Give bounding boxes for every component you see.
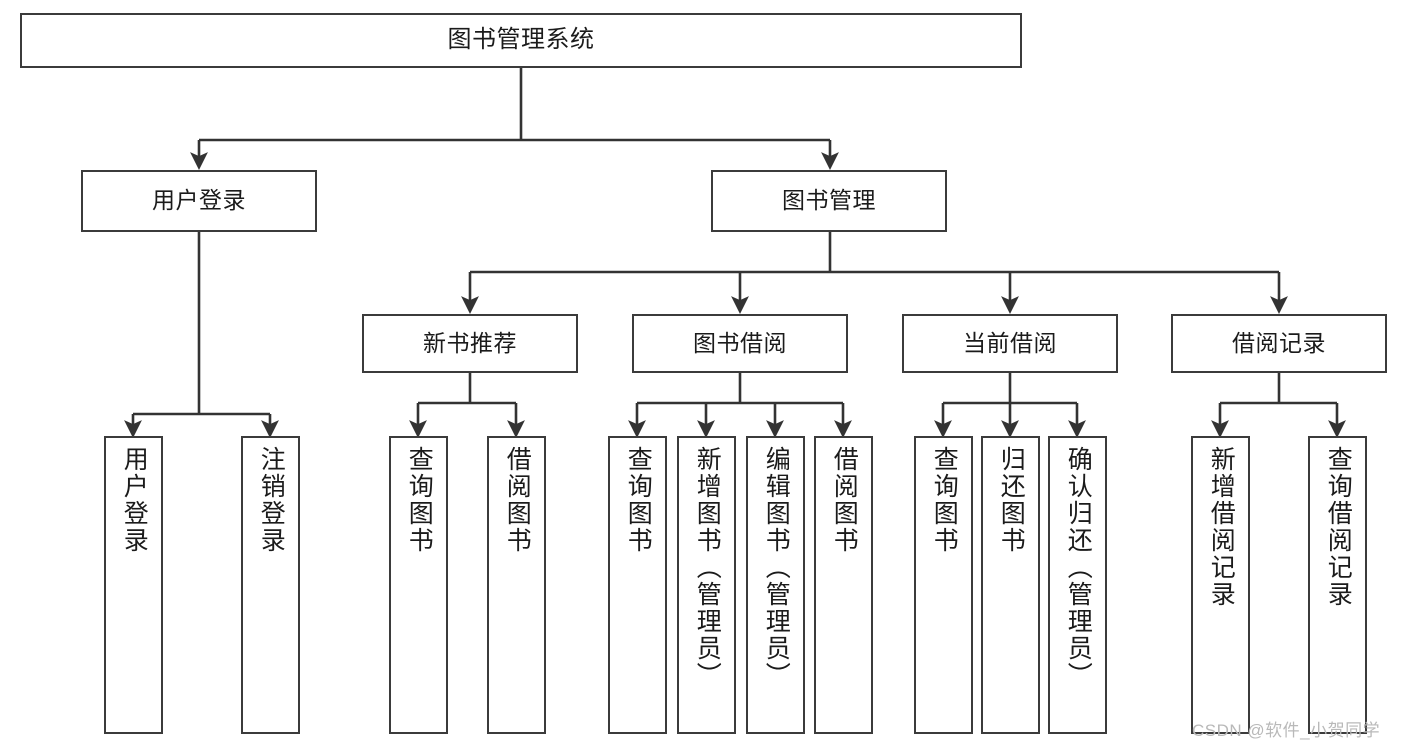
leaf-new-book-query[interactable]: 查询图书 (389, 436, 448, 734)
node-new-book-recommendation[interactable]: 新书推荐 (362, 314, 578, 373)
leaf-book-borrow-borrow-label: 借阅图书 (830, 446, 859, 554)
node-book-borrowing-label: 图书借阅 (693, 329, 787, 356)
node-book-management-label: 图书管理 (782, 187, 876, 214)
leaf-book-borrow-add-label: 新增图书（管理员） (693, 446, 722, 689)
node-book-management[interactable]: 图书管理 (711, 170, 947, 232)
leaf-user-login-signout[interactable]: 注销登录 (241, 436, 300, 734)
leaf-book-borrow-query[interactable]: 查询图书 (608, 436, 667, 734)
leaf-new-book-borrow-label: 借阅图书 (503, 446, 532, 554)
leaf-user-login-signin[interactable]: 用户登录 (104, 436, 163, 734)
leaf-current-borrow-query[interactable]: 查询图书 (914, 436, 973, 734)
node-new-book-recommendation-label: 新书推荐 (423, 329, 517, 356)
leaf-book-borrow-borrow[interactable]: 借阅图书 (814, 436, 873, 734)
leaf-current-borrow-confirm-return[interactable]: 确认归还（管理员） (1048, 436, 1107, 734)
leaf-user-login-signin-label: 用户登录 (120, 446, 149, 554)
node-borrowing-record[interactable]: 借阅记录 (1171, 314, 1387, 373)
node-root[interactable]: 图书管理系统 (20, 13, 1022, 68)
node-user-login[interactable]: 用户登录 (81, 170, 317, 232)
leaf-current-borrow-query-label: 查询图书 (930, 446, 959, 554)
leaf-book-borrow-edit-label: 编辑图书（管理员） (762, 446, 791, 689)
leaf-borrow-record-query-label: 查询借阅记录 (1324, 446, 1353, 608)
leaf-book-borrow-add[interactable]: 新增图书（管理员） (677, 436, 736, 734)
leaf-borrow-record-add-label: 新增借阅记录 (1207, 446, 1236, 608)
leaf-borrow-record-add[interactable]: 新增借阅记录 (1191, 436, 1250, 734)
node-current-borrowing-label: 当前借阅 (963, 329, 1057, 356)
leaf-current-borrow-return[interactable]: 归还图书 (981, 436, 1040, 734)
node-current-borrowing[interactable]: 当前借阅 (902, 314, 1118, 373)
leaf-user-login-signout-label: 注销登录 (257, 446, 286, 554)
leaf-book-borrow-edit[interactable]: 编辑图书（管理员） (746, 436, 805, 734)
csdn-watermark: CSDN @软件_小贺同学 (1192, 721, 1381, 740)
leaf-new-book-borrow[interactable]: 借阅图书 (487, 436, 546, 734)
leaf-book-borrow-query-label: 查询图书 (624, 446, 653, 554)
node-borrowing-record-label: 借阅记录 (1232, 329, 1326, 356)
leaf-current-borrow-return-label: 归还图书 (997, 446, 1026, 554)
node-user-login-label: 用户登录 (152, 187, 246, 214)
leaf-borrow-record-query[interactable]: 查询借阅记录 (1308, 436, 1367, 734)
leaf-current-borrow-confirm-return-label: 确认归还（管理员） (1064, 446, 1093, 689)
node-book-borrowing[interactable]: 图书借阅 (632, 314, 848, 373)
leaf-new-book-query-label: 查询图书 (405, 446, 434, 554)
node-root-label: 图书管理系统 (447, 26, 595, 54)
